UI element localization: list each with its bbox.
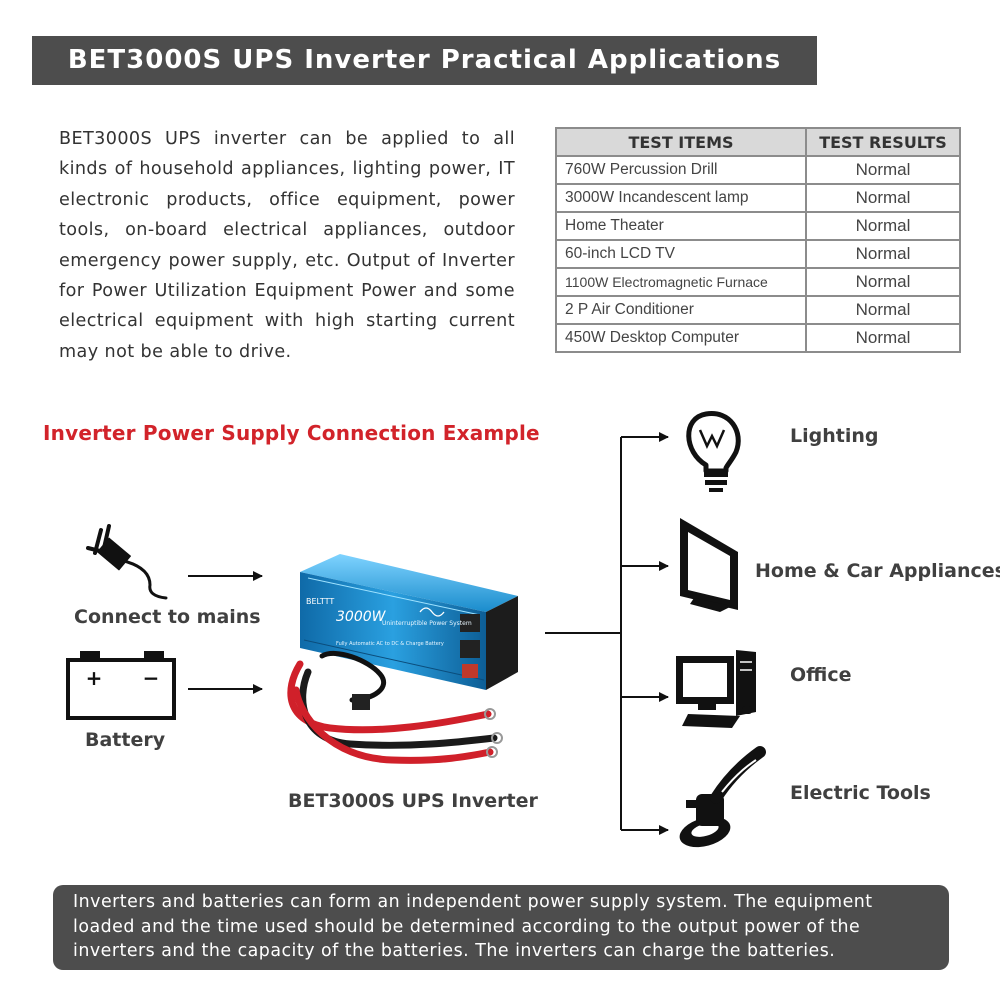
test-item: 3000W Incandescent lamp [555, 183, 807, 213]
test-item: 2 P Air Conditioner [555, 295, 807, 325]
test-item: 760W Percussion Drill [555, 155, 807, 185]
inverter-feature-line: Fully Automatic AC to DC & Charge Batter… [336, 641, 444, 647]
connection-example-title: Inverter Power Supply Connection Example [43, 421, 540, 445]
test-result: Normal [805, 239, 961, 269]
test-result: Normal [805, 267, 961, 297]
page-title: BET3000S UPS Inverter Practical Applicat… [32, 36, 817, 85]
battery-plus-sign: + [86, 666, 103, 690]
mains-plug-icon [86, 524, 168, 600]
test-result: Normal [805, 211, 961, 241]
label-office: Office [790, 664, 852, 686]
test-result: Normal [805, 155, 961, 185]
test-result: Normal [805, 183, 961, 213]
angle-grinder-icon [679, 746, 766, 848]
inverter-brand: BELTTT [306, 597, 334, 606]
test-result: Normal [805, 295, 961, 325]
battery-minus-sign: − [143, 666, 160, 690]
label-lighting: Lighting [790, 425, 879, 447]
label-battery: Battery [85, 729, 166, 751]
desktop-computer-icon [676, 650, 756, 728]
output-connector-lines [545, 432, 669, 835]
header-test-results: TEST RESULTS [805, 127, 961, 157]
battery-icon: + − [66, 651, 176, 720]
table-header-row: TEST ITEMS TEST RESULTS [555, 127, 961, 157]
test-item: Home Theater [555, 211, 807, 241]
label-electric-tools: Electric Tools [790, 782, 931, 804]
label-home-car-appliances: Home & Car Appliances [755, 560, 1000, 582]
inverter-cables-icon [287, 650, 503, 764]
label-connect-to-mains: Connect to mains [74, 606, 261, 628]
test-item: 60-inch LCD TV [555, 239, 807, 269]
test-result: Normal [805, 323, 961, 353]
intro-paragraph: BET3000S UPS inverter can be applied to … [59, 129, 515, 362]
lightbulb-icon [686, 411, 741, 492]
test-item: 450W Desktop Computer [555, 323, 807, 353]
inverter-icon: BELTTT 3000W Uninterruptible Power Syste… [300, 554, 518, 690]
label-inverter-caption: BET3000S UPS Inverter [288, 790, 538, 812]
footer-note: Inverters and batteries can form an inde… [53, 885, 949, 970]
monitor-icon [680, 518, 738, 612]
inverter-product-name: Uninterruptible Power System [382, 620, 472, 627]
test-item: 1100W Electromagnetic Furnace [555, 267, 807, 297]
inverter-power: 3000W [336, 609, 387, 625]
header-test-items: TEST ITEMS [555, 127, 807, 157]
test-results-table: TEST ITEMS TEST RESULTS 760W Percussion … [555, 127, 961, 353]
